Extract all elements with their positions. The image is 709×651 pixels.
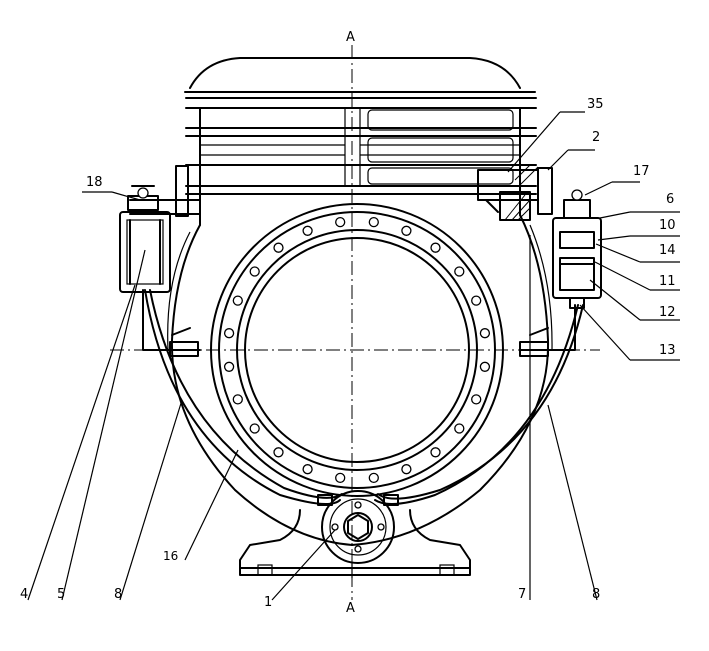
callout-11: 11 xyxy=(659,274,676,289)
flange-bolt-hole xyxy=(249,266,260,277)
callout-2: 2 xyxy=(592,130,600,145)
flange-bolt-hole xyxy=(232,295,243,306)
callout-12: 12 xyxy=(659,305,676,320)
flange-bolt-hole xyxy=(335,472,346,484)
right-shaft-housing xyxy=(477,164,553,221)
left-cylinder xyxy=(119,185,171,293)
flange-bolt-hole xyxy=(249,423,260,434)
left-body-lugs xyxy=(129,165,201,217)
flange-bolt-hole xyxy=(368,216,379,228)
flange-bolt-hole xyxy=(454,266,465,277)
flange-bolt-hole xyxy=(471,394,482,405)
flange-bolt-hole xyxy=(401,464,412,475)
callout-13: 13 xyxy=(659,343,676,358)
flange-bolt-hole xyxy=(479,361,491,372)
flange-bolt-hole xyxy=(368,472,379,484)
callout-6: 6 xyxy=(666,192,674,207)
flange-bolt-hole xyxy=(430,447,441,458)
flange-bolt-hole xyxy=(273,242,284,253)
right-cylinder xyxy=(552,189,602,309)
flange-bolt-hole xyxy=(273,447,284,458)
callout-8-right: 8 xyxy=(592,587,600,602)
callout-17: 17 xyxy=(633,164,650,179)
piping xyxy=(142,289,584,505)
callout-14: 14 xyxy=(659,243,676,258)
callout-35: 35 xyxy=(587,97,604,112)
callout-18: 18 xyxy=(86,175,103,190)
callout-labels: A A 35 2 17 6 10 14 11 12 13 18 4 5 8 16… xyxy=(20,30,676,616)
flange-bolt-hole xyxy=(479,328,491,339)
callout-7: 7 xyxy=(518,587,526,602)
flange-bolt-hole xyxy=(232,394,243,405)
flange-bolt-hole xyxy=(223,361,235,372)
flange-bolt-hole xyxy=(471,295,482,306)
top-cover xyxy=(184,57,537,226)
base-foot xyxy=(239,509,471,578)
callout-8-left: 8 xyxy=(114,587,122,602)
main-flange xyxy=(210,203,504,497)
flange-bolt-hole xyxy=(454,423,465,434)
section-mark-top: A xyxy=(346,30,355,45)
flange-bolt-hole xyxy=(223,328,235,339)
flange-bolt-hole xyxy=(302,464,313,475)
flange-bolt-hole xyxy=(335,216,346,228)
callout-4: 4 xyxy=(20,587,28,602)
flange-bolt-hole xyxy=(302,225,313,236)
flange-bolt-hole xyxy=(430,242,441,253)
callout-16: 16 xyxy=(163,549,178,563)
callout-5: 5 xyxy=(57,587,65,602)
callout-1: 1 xyxy=(264,595,272,610)
leader-lines xyxy=(27,111,680,601)
bottom-actuator xyxy=(317,490,399,564)
flange-bolt-hole xyxy=(401,225,412,236)
flange-bolt-circle xyxy=(223,216,491,484)
section-mark-bottom: A xyxy=(346,601,355,616)
callout-10: 10 xyxy=(659,218,676,233)
